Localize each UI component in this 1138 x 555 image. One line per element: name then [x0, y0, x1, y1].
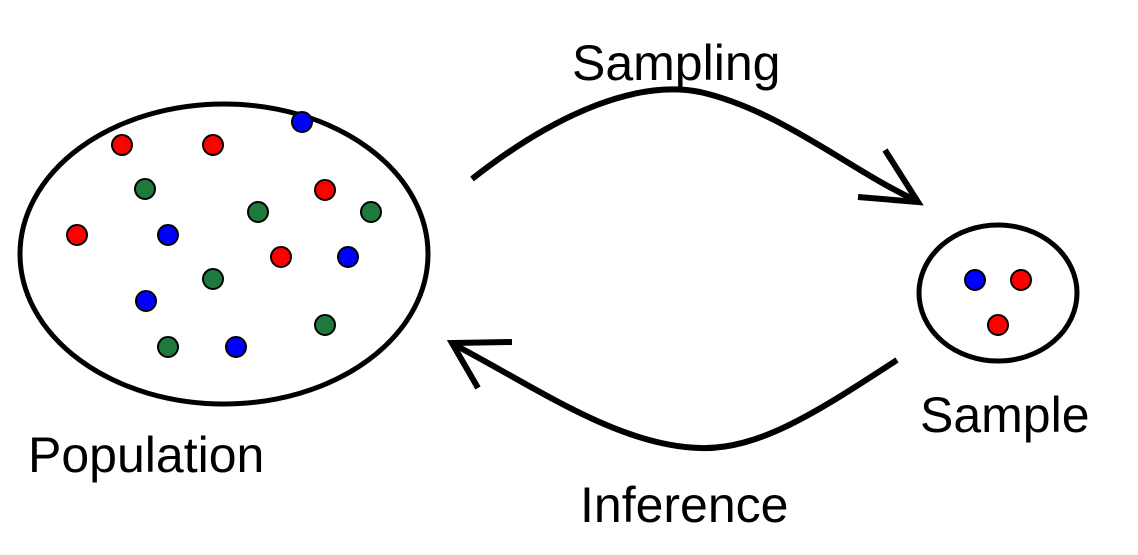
red-dot [111, 134, 133, 156]
blue-dot [135, 290, 157, 312]
population-label: Population [28, 427, 265, 483]
blue-dot [964, 269, 986, 291]
green-dot [134, 178, 156, 200]
inference-arrowhead [446, 339, 513, 390]
red-dot [270, 246, 292, 268]
sample-ellipse [916, 222, 1080, 364]
inference-label: Inference [580, 477, 789, 533]
green-dot [360, 201, 382, 223]
blue-dot [291, 111, 313, 133]
blue-dot [225, 336, 247, 358]
red-dot [66, 224, 88, 246]
blue-dot [337, 246, 359, 268]
red-dot [202, 134, 224, 156]
inference-arrow [453, 342, 899, 452]
sample-label: Sample [920, 387, 1090, 443]
red-dot [987, 314, 1009, 336]
green-dot [157, 336, 179, 358]
green-dot [247, 201, 269, 223]
sampling-arrow [470, 86, 917, 203]
sampling-label: Sampling [572, 35, 781, 91]
green-dot [314, 314, 336, 336]
blue-dot [157, 224, 179, 246]
population-ellipse [17, 101, 431, 407]
red-dot [314, 179, 336, 201]
red-dot [1010, 269, 1032, 291]
sampling-arrowhead [857, 148, 924, 206]
green-dot [202, 268, 224, 290]
